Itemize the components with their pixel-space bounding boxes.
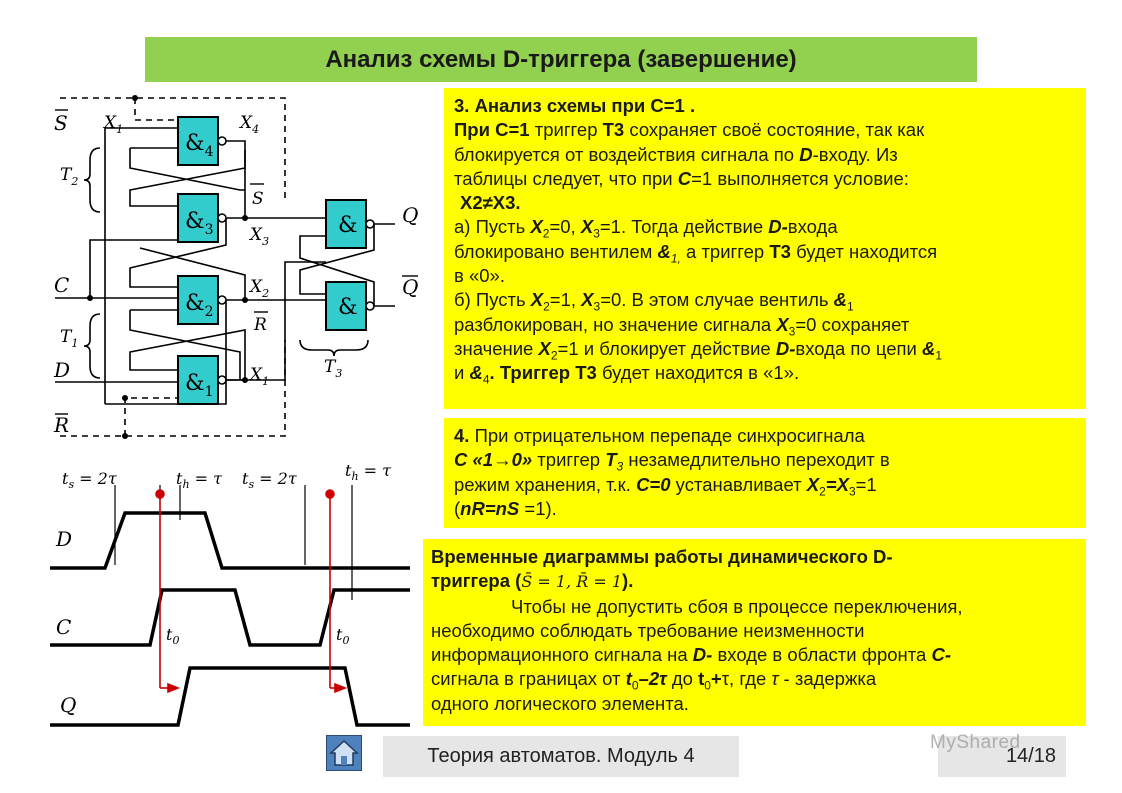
d-trigger-schematic: &4 &3 &2 &1 & & S C D R Q Q S R T2 T1 T3… [53, 95, 418, 439]
label-t2: T2 [60, 165, 78, 188]
text-line: необходимо соблюдать требование неизменн… [431, 619, 865, 641]
footer-course-title: Теория автоматов. Модуль 4 [383, 736, 739, 777]
text-line: блокируется от воздействия сигнала по D-… [454, 143, 898, 165]
timing-label-c: C [56, 615, 71, 639]
text-line: и &4. Триггер Т3 будет находится в «1». [454, 362, 800, 387]
ts-label-2: ts = 2τ [242, 469, 298, 491]
label-x4: X4 [238, 113, 259, 136]
gate-1-label: &1 [185, 371, 214, 400]
text-line: в «0». [454, 265, 505, 287]
home-icon [329, 739, 359, 766]
text-line: режим хранения, т.к. С=0 устанавливает Х… [454, 473, 877, 499]
gate-4-label: &4 [185, 131, 214, 160]
waveform-d [50, 511, 410, 570]
label-r-bar-inner: R [253, 315, 267, 335]
label-x3: X3 [248, 225, 269, 248]
watermark: MyShared [930, 732, 1021, 753]
text-line: сигнала в границах от t0–2τ до t0+τ, где… [431, 668, 877, 694]
timing-diagram: ts = 2τ th = τ ts = 2τ th = τ D C Q t0 t… [50, 461, 410, 727]
gate-and-2 [177, 275, 219, 325]
text-line: б) Пусть Х2=1, Х3=0. В этом случае венти… [454, 289, 854, 315]
home-button[interactable] [326, 735, 362, 771]
condition: Х2≠Х3. [460, 192, 521, 214]
text-line: блокировано вентилем &1, а триггер Т3 бу… [454, 240, 938, 266]
text-line: а) Пусть Х2=0, Х3=1. Тогда действие D-вх… [454, 216, 838, 242]
label-x1-bottom: X1 [248, 365, 269, 388]
timing-diagram-box: Временные диаграммы работы динамического… [423, 539, 1086, 726]
text-line: 4. При отрицательном перепаде синхросигн… [454, 425, 865, 446]
text-line: информационного сигнала на D- входе в об… [431, 644, 951, 666]
timing-label-q: Q [60, 693, 76, 717]
analysis-heading: 3. Анализ схемы при С=1 . [454, 95, 696, 116]
t0-label-1: t0 [166, 625, 179, 647]
label-q-bar: Q [402, 275, 418, 299]
timing-label-d: D [55, 527, 72, 551]
label-s-bar-inner: S [252, 189, 264, 209]
gate-5-label: & [338, 213, 358, 238]
th-label-1: th = τ [176, 469, 223, 491]
th-label-2: th = τ [345, 461, 392, 483]
waveform-c [50, 588, 410, 647]
gate-and-5 [325, 199, 367, 249]
waveform-q [50, 666, 410, 727]
label-t3: T3 [324, 357, 342, 380]
gate-2-label: &2 [185, 291, 214, 320]
falling-edge-box: 4. При отрицательном перепаде синхросигн… [444, 418, 1086, 528]
label-r-bar: R [53, 413, 69, 437]
text-line: Чтобы не допустить сбоя в процессе перек… [511, 595, 963, 617]
text-line: Временные диаграммы работы динамического… [431, 546, 893, 567]
slide-title-text: Анализ схемы D-триггера (завершение) [325, 45, 797, 73]
text-line: триггера (S̄ = 1, R̄ = 1). [431, 570, 634, 592]
t0-label-2: t0 [336, 625, 349, 647]
gate-3-label: &3 [185, 209, 214, 238]
text-line: одного логического элемента. [431, 692, 689, 714]
label-q: Q [402, 203, 418, 227]
text-line: значение Х2=1 и блокирует действие D-вхо… [454, 337, 943, 363]
label-c: C [54, 273, 69, 297]
text-line: При С=1 триггер Т3 сохраняет своё состоя… [454, 119, 925, 141]
gate-6-label: & [338, 295, 358, 320]
label-s-bar: S [54, 111, 68, 135]
analysis-c1-box: 3. Анализ схемы при С=1 . При С=1 тригге… [444, 88, 1086, 409]
text-line: разблокирован, но значение сигнала Х3=0 … [454, 313, 910, 339]
text-line: C «1→0» триггер T3 незамедлительно перех… [454, 449, 890, 474]
ts-label-1: ts = 2τ [62, 469, 118, 491]
gate-and-4 [177, 116, 219, 166]
page-number: 14/18 [938, 736, 1066, 777]
page-number-text: 14/18 [1005, 745, 1056, 767]
text-line: (nR=nS =1). [454, 497, 557, 519]
label-x1-top: X1 [102, 113, 123, 136]
slide-title: Анализ схемы D-триггера (завершение) [145, 37, 977, 82]
gate-and-3 [177, 193, 219, 243]
label-d: D [53, 358, 70, 382]
label-x2: X2 [248, 277, 269, 300]
text-line: таблицы следует, что при С=1 выполняется… [454, 167, 909, 189]
footer-text: Теория автоматов. Модуль 4 [427, 745, 695, 767]
label-t1: T1 [60, 327, 78, 350]
